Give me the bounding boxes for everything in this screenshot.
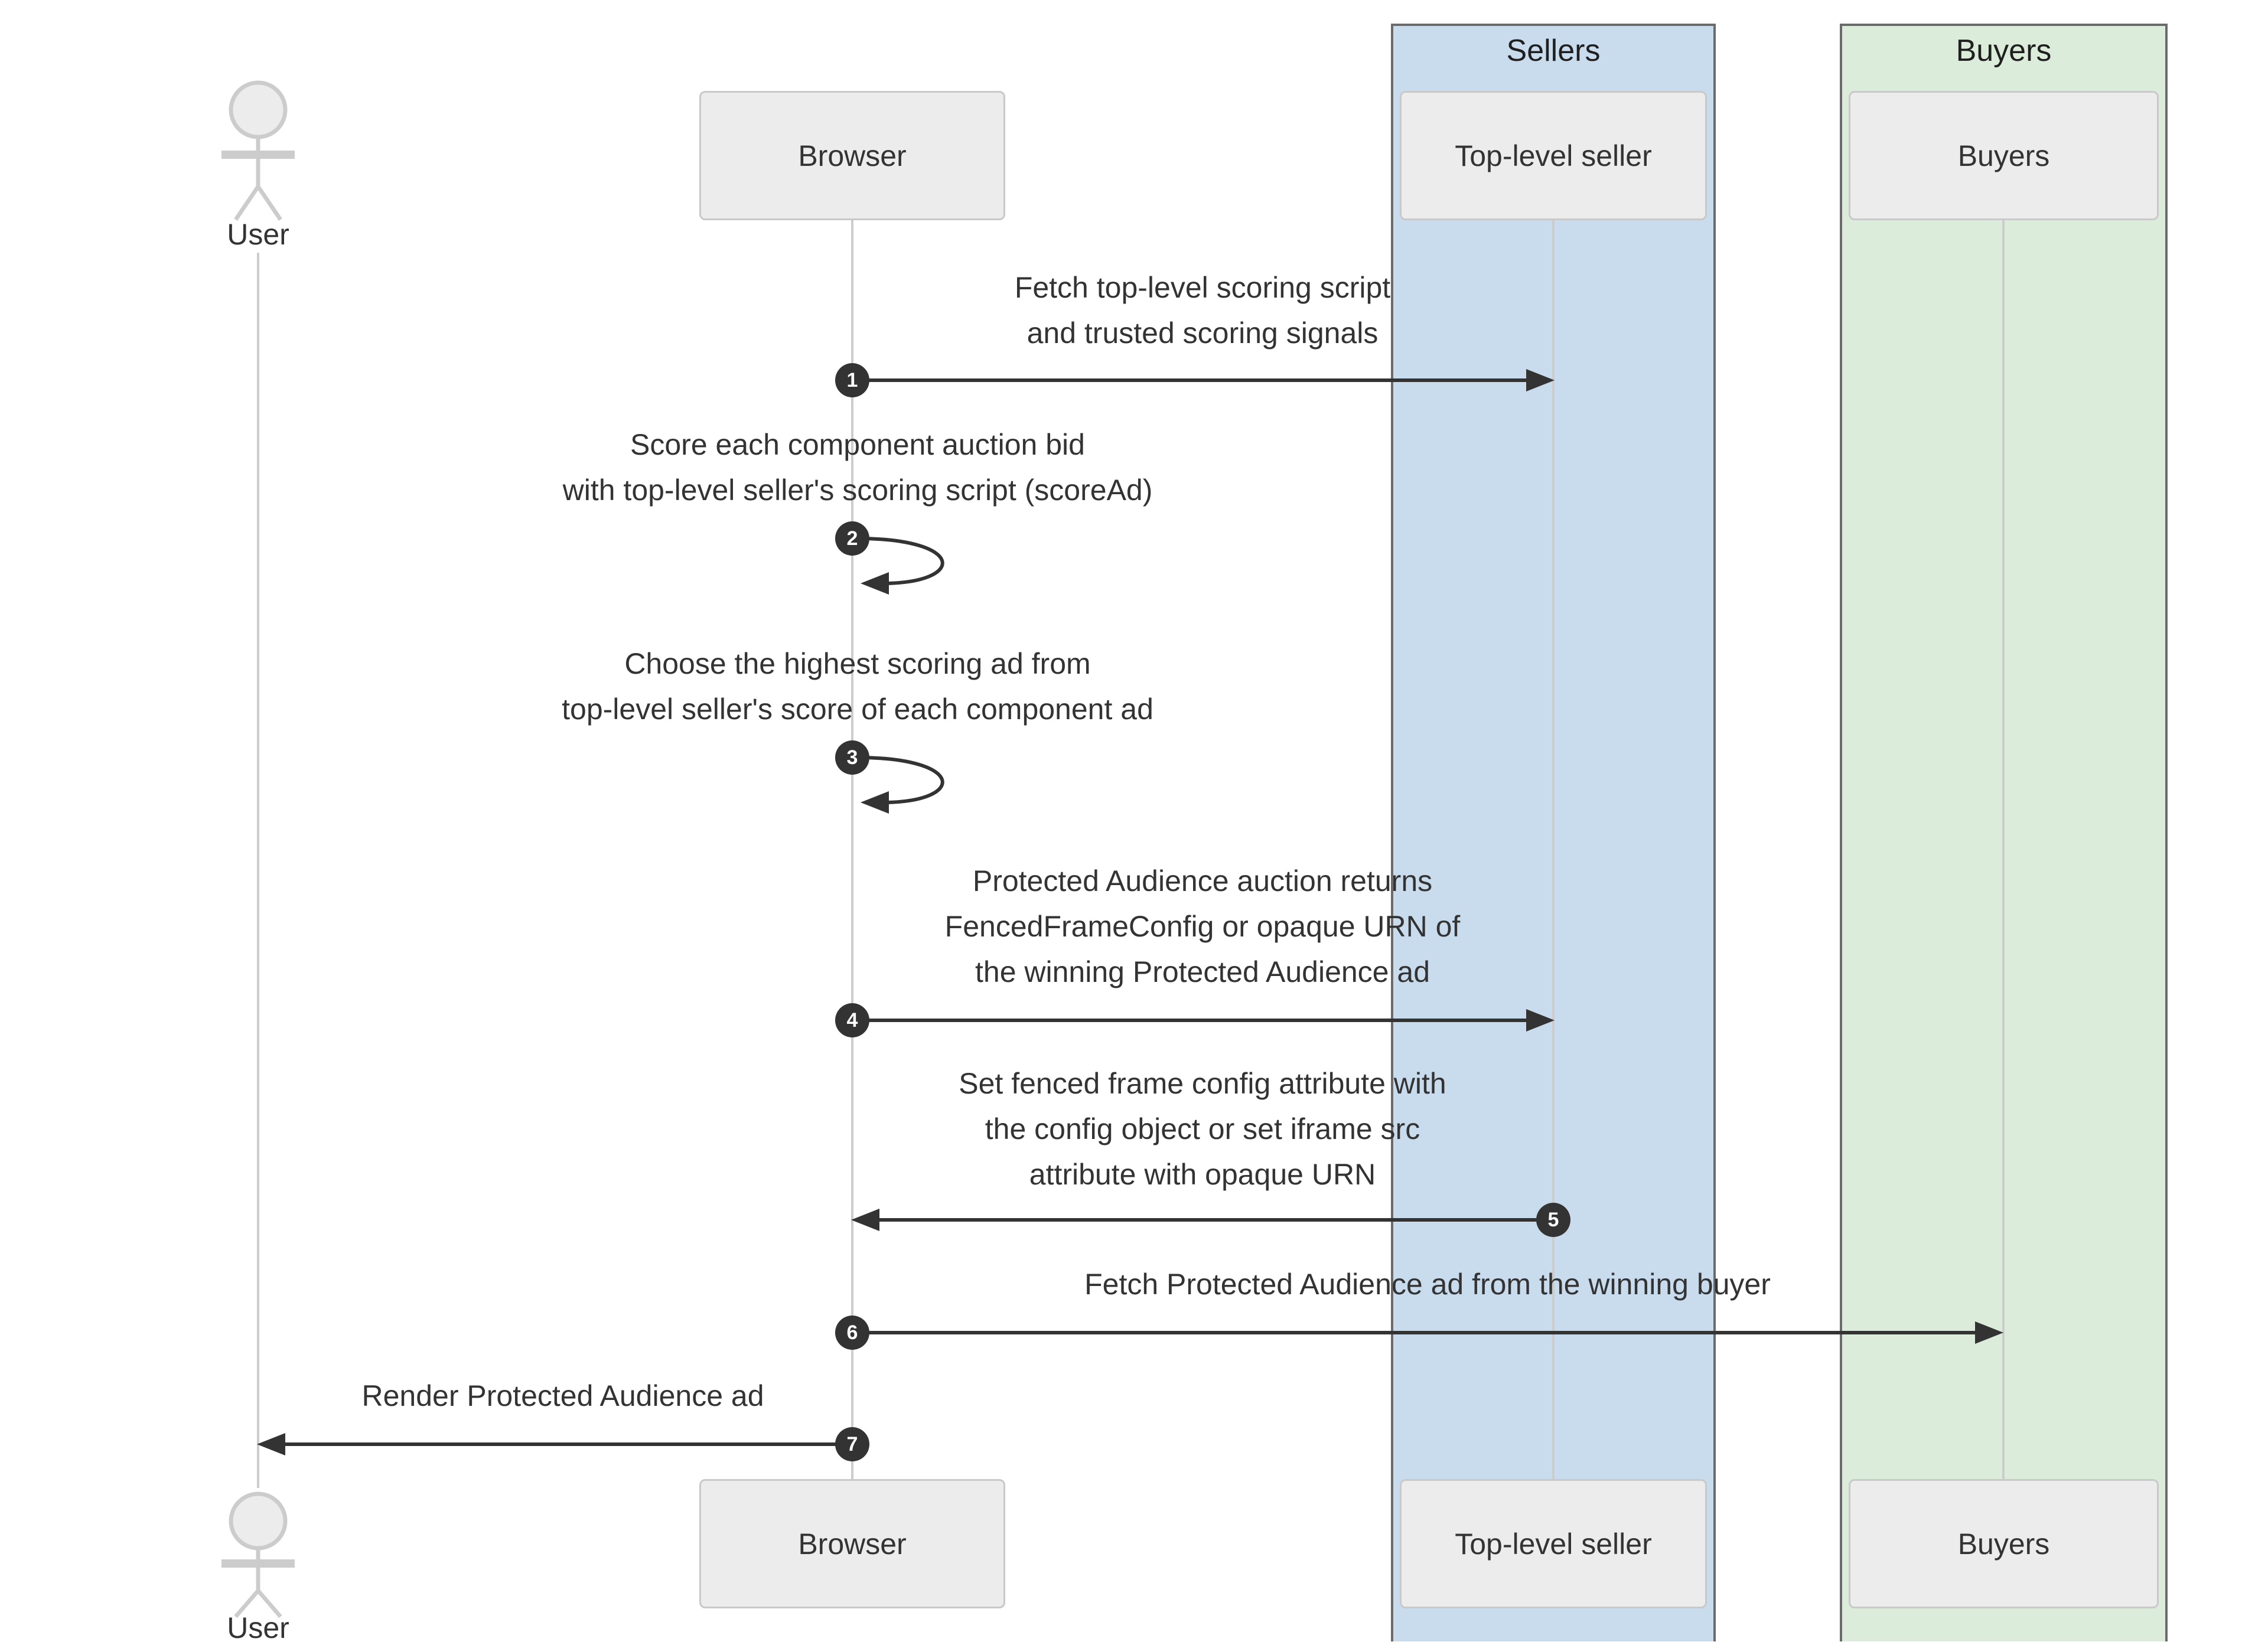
message-1-text: Fetch top-level scoring script and trust… — [1015, 265, 1390, 356]
message-line: FencedFrameConfig or opaque URN of — [944, 910, 1461, 943]
message-line: Choose the highest scoring ad from — [624, 647, 1091, 680]
user-actor-figure-bottom — [221, 1491, 295, 1618]
message-line: Set fenced frame config attribute with — [959, 1067, 1446, 1100]
participant-buyers-top: Buyers — [1849, 91, 2159, 220]
actor-user-label-top: User — [227, 218, 289, 251]
message-4-arrowhead — [1526, 1009, 1555, 1032]
participant-buyers-label: Buyers — [1957, 1527, 2050, 1561]
participant-top-level-seller-top: Top-level seller — [1400, 91, 1707, 220]
message-7-number-badge: 7 — [835, 1427, 869, 1461]
message-line: top-level seller's score of each compone… — [562, 693, 1153, 726]
participant-browser-bottom: Browser — [699, 1479, 1005, 1608]
user-right-leg-line — [256, 1589, 282, 1618]
message-6-arrowhead — [1975, 1321, 2003, 1344]
message-line: the config object or set iframe src — [985, 1112, 1420, 1145]
user-head-icon — [229, 80, 288, 139]
message-2-number-badge: 2 — [835, 521, 869, 556]
message-line: the winning Protected Audience ad — [975, 955, 1430, 988]
message-3-number-badge: 3 — [835, 740, 869, 775]
participant-top-level-seller-bottom: Top-level seller — [1400, 1479, 1707, 1608]
message-2-arrowhead — [861, 572, 889, 595]
message-7-text: Render Protected Audience ad — [361, 1373, 764, 1419]
group-buyers-label: Buyers — [1956, 34, 2052, 68]
message-line: attribute with opaque URN — [1029, 1158, 1376, 1191]
message-2-text: Score each component auction bid with to… — [563, 422, 1153, 513]
message-line: Fetch Protected Audience ad from the win… — [1084, 1268, 1771, 1301]
message-5-number-badge: 5 — [1536, 1203, 1570, 1237]
participant-browser-top: Browser — [699, 91, 1005, 220]
message-line: and trusted scoring signals — [1027, 316, 1379, 350]
message-1-number-badge: 1 — [835, 363, 869, 397]
actor-user-label-bottom: User — [227, 1611, 289, 1644]
lifeline-user — [257, 253, 259, 1488]
lifeline-browser — [851, 220, 853, 1479]
message-line: Fetch top-level scoring script — [1014, 271, 1391, 304]
message-5-arrowhead — [851, 1209, 879, 1231]
message-line: Render Protected Audience ad — [361, 1379, 764, 1412]
lifeline-top-level-seller — [1552, 220, 1555, 1479]
message-7-arrowhead — [257, 1433, 285, 1455]
message-line: Protected Audience auction returns — [972, 864, 1433, 897]
message-3-arrowhead — [861, 791, 889, 814]
message-1-arrowhead — [1526, 369, 1555, 391]
message-5-text: Set fenced frame config attribute with t… — [959, 1061, 1446, 1197]
message-4-text: Protected Audience auction returns Fence… — [945, 859, 1461, 995]
message-line: with top-level seller's scoring script (… — [562, 474, 1153, 507]
user-head-icon — [229, 1491, 288, 1551]
message-6-number-badge: 6 — [835, 1316, 869, 1350]
participant-browser-label: Browser — [798, 1527, 907, 1561]
user-right-leg-line — [256, 185, 282, 221]
lifeline-buyers — [2002, 220, 2005, 1479]
user-actor-figure-top — [221, 80, 295, 221]
message-2-loop — [857, 537, 944, 585]
message-6-text: Fetch Protected Audience ad from the win… — [1084, 1262, 1771, 1307]
participant-top-level-seller-label: Top-level seller — [1455, 139, 1652, 172]
participant-buyers-bottom: Buyers — [1849, 1479, 2159, 1608]
message-3-loop — [857, 756, 944, 804]
message-line: Score each component auction bid — [630, 428, 1085, 461]
group-sellers-label: Sellers — [1506, 34, 1601, 68]
message-4-number-badge: 4 — [835, 1003, 869, 1037]
participant-buyers-label: Buyers — [1957, 139, 2050, 172]
user-left-leg-line — [234, 1589, 260, 1618]
participant-browser-label: Browser — [798, 139, 907, 172]
participant-top-level-seller-label: Top-level seller — [1455, 1527, 1652, 1561]
message-3-text: Choose the highest scoring ad from top-l… — [562, 641, 1153, 732]
user-left-leg-line — [234, 185, 260, 221]
